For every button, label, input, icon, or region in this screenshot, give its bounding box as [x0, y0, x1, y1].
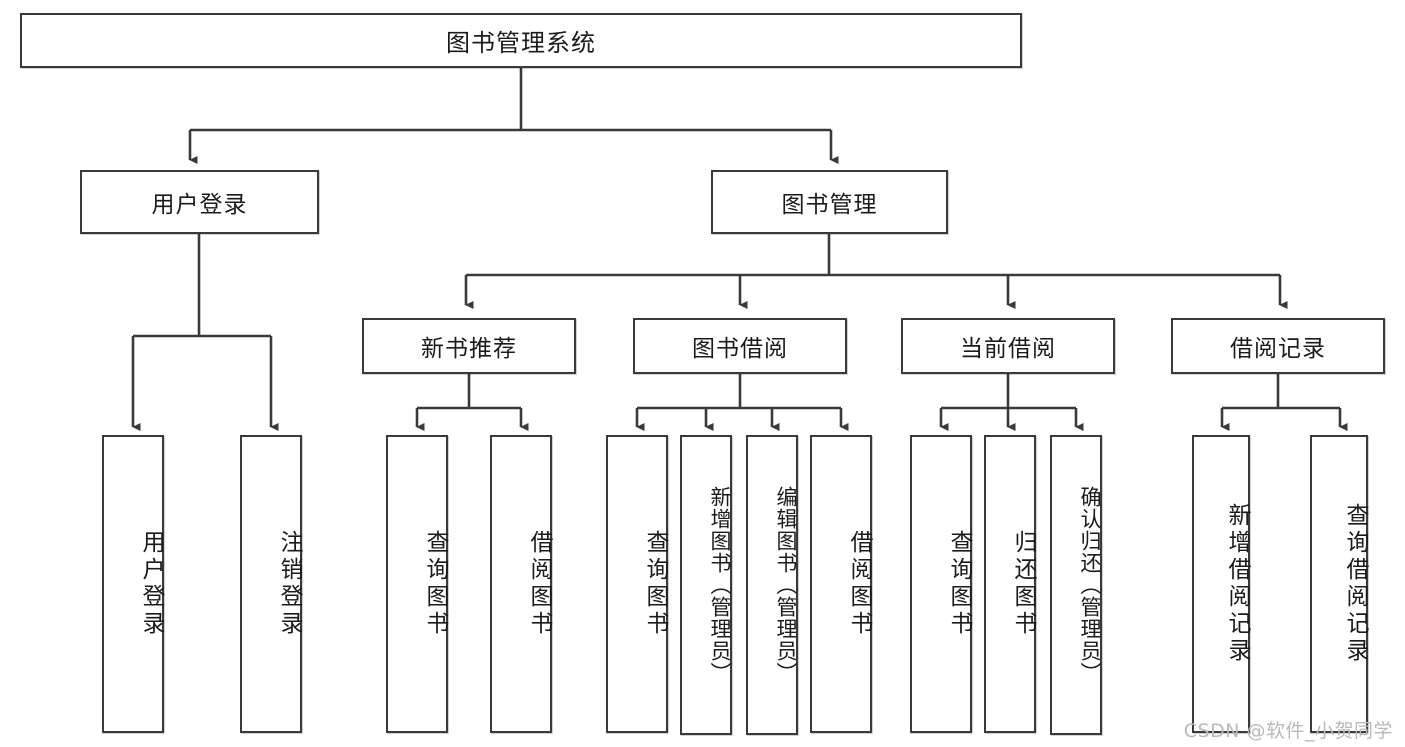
node-label: 图书管理系统: [446, 29, 596, 57]
leaf-borrow-edit-book[interactable]: 编辑图书（管理员）: [746, 435, 798, 735]
node-label: 借阅记录: [1230, 336, 1326, 362]
leaf-user-logout[interactable]: 注销登录: [240, 435, 302, 733]
leaf-current-return[interactable]: 归还图书: [984, 435, 1036, 733]
leaf-borrow-lend-book[interactable]: 借阅图书: [810, 435, 872, 733]
node-label: 图书借阅: [692, 336, 788, 362]
node-borrow-record[interactable]: 借阅记录: [1171, 318, 1385, 374]
node-label: 注销登录: [276, 530, 302, 638]
leaf-newbook-query[interactable]: 查询图书: [386, 435, 448, 733]
node-label: 查询图书: [422, 530, 448, 638]
node-label: 借阅图书: [846, 530, 872, 638]
node-label: 确认归还（管理员）: [1078, 486, 1102, 684]
node-root-system[interactable]: 图书管理系统: [20, 13, 1022, 68]
node-user-login[interactable]: 用户登录: [80, 170, 319, 234]
node-label: 借阅图书: [526, 530, 552, 638]
node-book-borrow[interactable]: 图书借阅: [633, 318, 847, 374]
node-label: 图书管理: [781, 192, 878, 218]
leaf-record-add[interactable]: 新增借阅记录: [1192, 435, 1250, 733]
leaf-newbook-borrow[interactable]: 借阅图书: [490, 435, 552, 733]
node-label: 编辑图书（管理员）: [774, 486, 798, 684]
leaf-borrow-add-book[interactable]: 新增图书（管理员）: [680, 435, 732, 735]
node-current-borrow[interactable]: 当前借阅: [901, 318, 1115, 374]
node-new-book-recommend[interactable]: 新书推荐: [362, 318, 576, 374]
node-book-management[interactable]: 图书管理: [711, 170, 948, 234]
node-label: 新增图书（管理员）: [708, 486, 732, 684]
csdn-watermark: CSDN @软件_小贺同学: [1183, 720, 1393, 742]
leaf-current-confirm-return[interactable]: 确认归还（管理员）: [1050, 435, 1102, 735]
node-label: 归还图书: [1010, 530, 1036, 638]
node-label: 用户登录: [138, 530, 164, 638]
leaf-user-login[interactable]: 用户登录: [102, 435, 164, 733]
leaf-record-query[interactable]: 查询借阅记录: [1310, 435, 1368, 733]
node-label: 查询借阅记录: [1342, 503, 1368, 665]
leaf-current-query[interactable]: 查询图书: [910, 435, 972, 733]
node-label: 当前借阅: [960, 336, 1056, 362]
leaf-borrow-query[interactable]: 查询图书: [606, 435, 668, 733]
node-label: 用户登录: [151, 192, 248, 218]
node-label: 查询图书: [946, 530, 972, 638]
node-label: 新增借阅记录: [1224, 503, 1250, 665]
node-label: 查询图书: [642, 530, 668, 638]
node-label: 新书推荐: [421, 336, 517, 362]
